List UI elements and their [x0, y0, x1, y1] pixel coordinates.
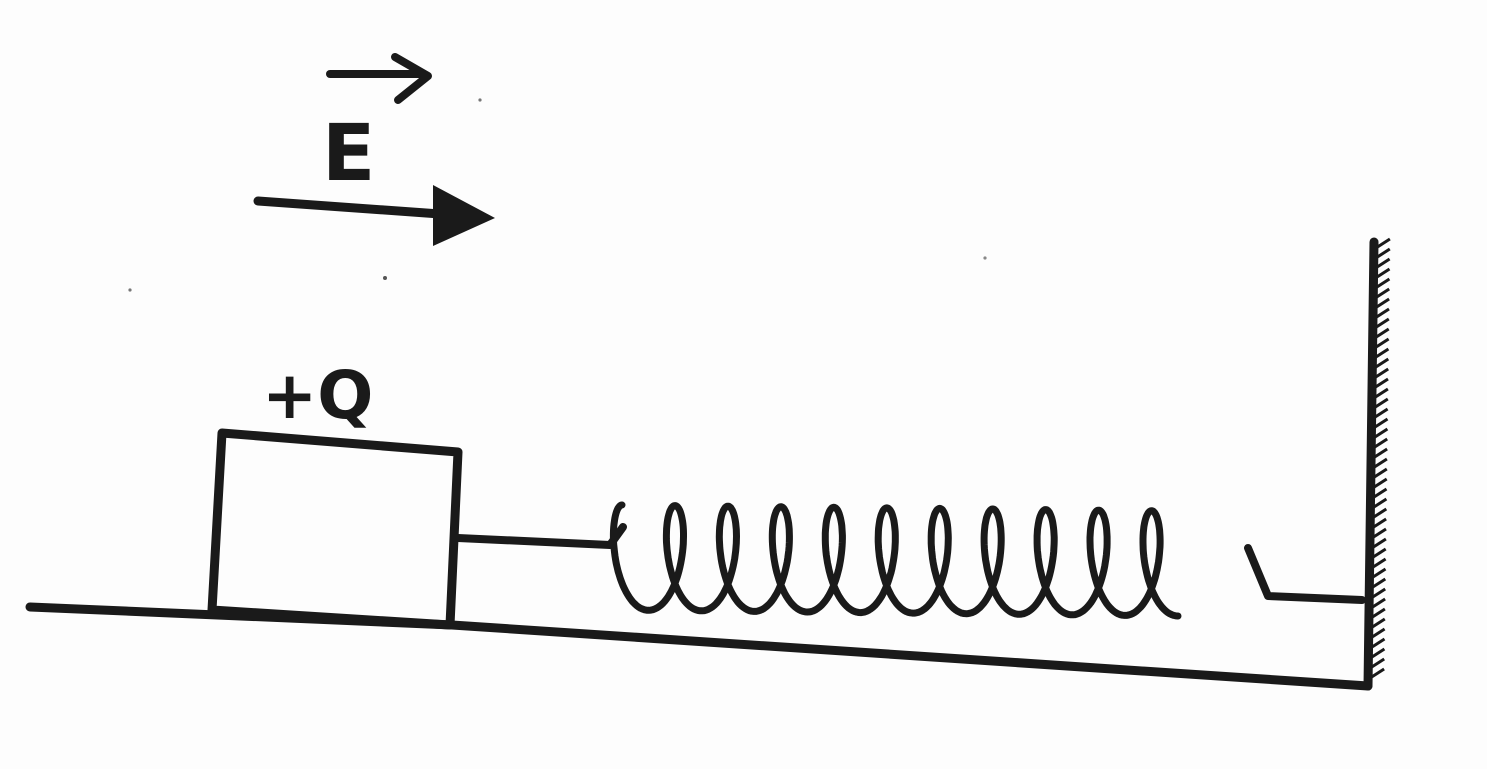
wall-hatch-mark — [1369, 627, 1386, 640]
wall-hatch-mark — [1372, 447, 1388, 460]
wall-hatch-mark — [1370, 607, 1386, 620]
floor — [25, 602, 1373, 691]
wall-hatch-mark — [1371, 467, 1388, 480]
wall-hatch-mark — [1374, 277, 1391, 290]
wall-hatch-mark — [1372, 407, 1389, 420]
field-arrow-shaft — [253, 196, 445, 219]
wall-hatch-mark — [1371, 537, 1387, 550]
wall-hatch-mark — [1369, 617, 1386, 630]
block-body — [207, 428, 463, 630]
wall-hatch-mark — [1373, 327, 1390, 340]
wall-hatch-mark — [1373, 387, 1389, 400]
spring-coil — [609, 501, 1182, 620]
wall-hatch-mark — [1374, 307, 1390, 320]
wall-hatch-mark — [1375, 237, 1391, 250]
wall-hatch-mark — [1369, 667, 1385, 680]
spring — [454, 501, 1366, 620]
wall-hatch-mark — [1371, 487, 1388, 500]
wall-line — [1363, 237, 1379, 691]
charge-label: +Q — [262, 357, 373, 434]
wall-hatch-mark — [1371, 527, 1387, 540]
wall-hatch-mark — [1371, 517, 1387, 530]
wall-hatch-mark — [1373, 367, 1390, 380]
wall-hatch-mark — [1370, 567, 1387, 580]
wall — [1363, 237, 1391, 691]
wall-hatch-mark — [1372, 427, 1389, 440]
wall-hatch-mark — [1371, 497, 1388, 510]
wall-hatch-mark — [1373, 357, 1390, 370]
wall-hatch-mark — [1372, 437, 1389, 450]
wall-hatch-mark — [1369, 647, 1386, 660]
field-symbol-label: E — [322, 109, 375, 199]
spring-left-connector — [454, 523, 627, 549]
wall-hatch-mark — [1373, 347, 1390, 360]
wall-hatch-mark — [1374, 247, 1391, 260]
spring-right-connector — [1244, 544, 1366, 604]
wall-hatch-mark — [1369, 637, 1386, 650]
wall-hatch-mark — [1372, 457, 1388, 470]
wall-hatch-mark — [1374, 287, 1391, 300]
paper-specks — [128, 98, 987, 292]
wall-hatch-mark — [1373, 317, 1390, 330]
wall-hatch-mark — [1369, 657, 1386, 670]
wall-hatch-mark — [1373, 377, 1389, 390]
wall-hatch-mark — [1372, 417, 1389, 430]
wall-hatch-mark — [1374, 267, 1391, 280]
wall-hatch-mark — [1370, 587, 1387, 600]
wall-hatch-mark — [1373, 337, 1390, 350]
wall-hatching — [1369, 237, 1391, 680]
wall-hatch-mark — [1371, 507, 1388, 520]
field-symbol: E — [322, 53, 432, 199]
wall-hatch-mark — [1370, 557, 1387, 570]
wall-hatch-mark — [1371, 477, 1388, 490]
wall-hatch-mark — [1374, 297, 1390, 310]
vector-overbar-head — [391, 53, 432, 104]
wall-hatch-mark — [1370, 547, 1387, 560]
charged-block: +Q — [207, 357, 463, 630]
field-arrow-head — [433, 185, 495, 246]
wall-hatch-mark — [1374, 257, 1391, 270]
wall-hatch-mark — [1372, 397, 1389, 410]
field-arrow — [253, 185, 495, 246]
wall-hatch-mark — [1370, 597, 1386, 610]
wall-hatch-mark — [1370, 577, 1387, 590]
